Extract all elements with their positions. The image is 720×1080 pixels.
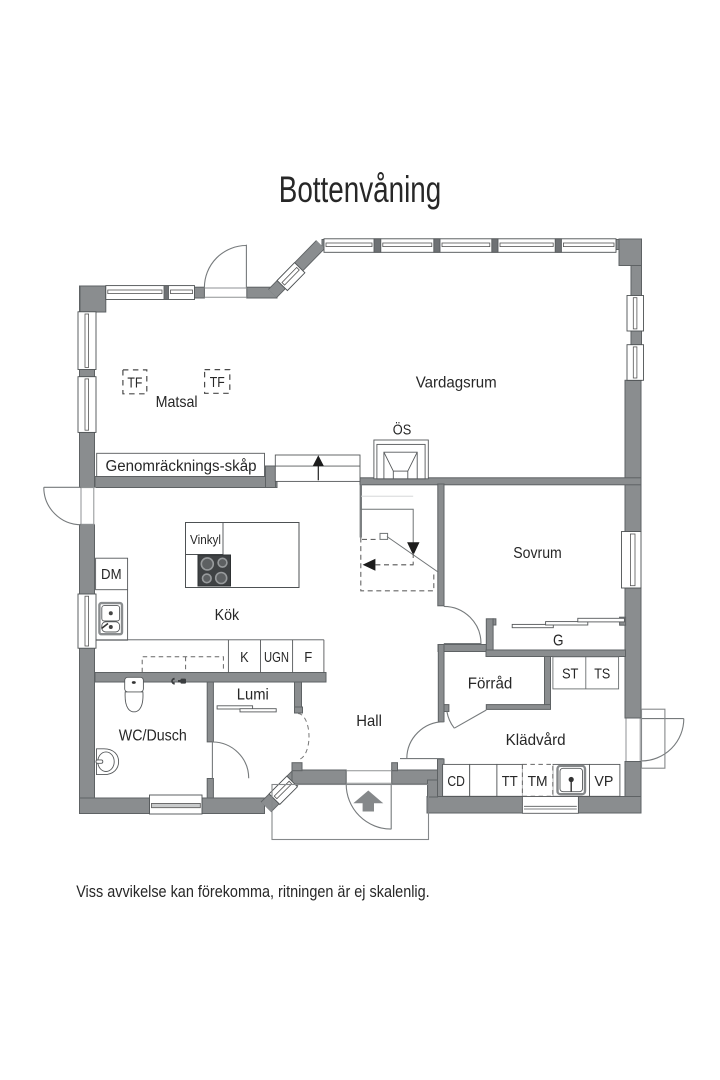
svg-text:WC/Dusch: WC/Dusch (119, 727, 187, 744)
svg-text:DM: DM (101, 566, 122, 583)
svg-text:VP: VP (594, 773, 613, 790)
svg-text:CD: CD (447, 773, 465, 790)
svg-text:UGN: UGN (264, 649, 289, 666)
svg-text:K: K (240, 649, 249, 666)
svg-text:TT: TT (502, 773, 518, 790)
svg-text:ST: ST (562, 665, 579, 682)
svg-text:Matsal: Matsal (156, 394, 198, 411)
svg-text:Bottenvåning: Bottenvåning (279, 169, 442, 210)
svg-text:Kök: Kök (215, 607, 240, 624)
svg-text:Klädvård: Klädvård (506, 731, 566, 749)
svg-text:Förråd: Förråd (468, 674, 513, 692)
svg-text:TF: TF (127, 374, 142, 391)
svg-text:ÖS: ÖS (393, 421, 412, 439)
svg-text:Hall: Hall (356, 713, 382, 730)
svg-text:TF: TF (210, 374, 225, 391)
svg-text:F: F (304, 649, 312, 666)
svg-text:TS: TS (594, 665, 610, 682)
svg-text:Lumi: Lumi (237, 687, 269, 704)
svg-text:Viss avvikelse kan förekomma,: Viss avvikelse kan förekomma, ritningen … (76, 882, 430, 901)
svg-text:Vardagsrum: Vardagsrum (416, 374, 497, 391)
svg-text:Vinkyl: Vinkyl (190, 533, 221, 547)
svg-text:TM: TM (528, 773, 548, 790)
svg-text:Genomräcknings-skåp: Genomräcknings-skåp (106, 458, 257, 475)
svg-text:Sovrum: Sovrum (513, 545, 562, 562)
svg-text:G: G (553, 632, 564, 649)
